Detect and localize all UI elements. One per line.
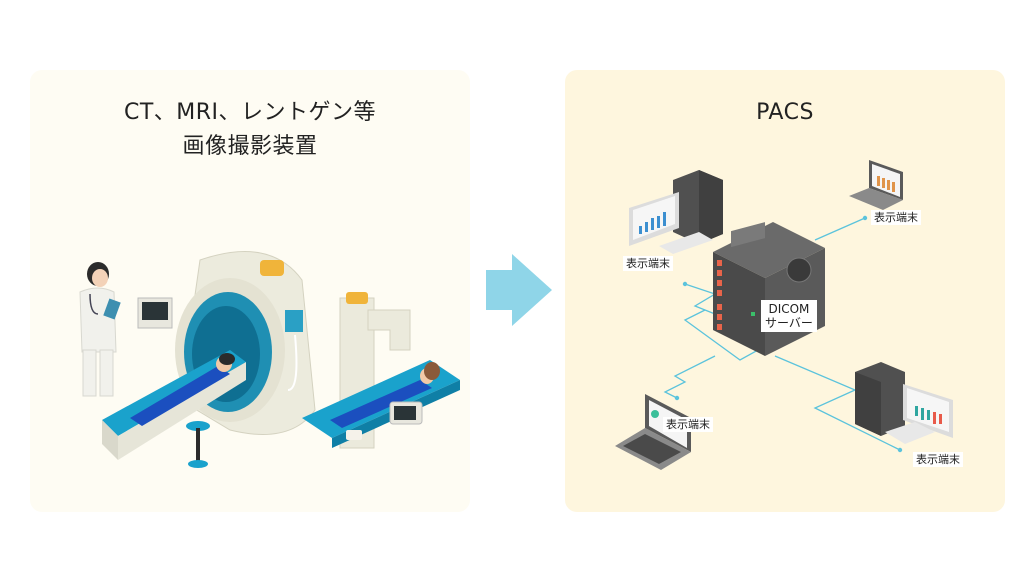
dicom-server-label: DICOM サーバー — [761, 300, 817, 332]
dicom-server-label-line2: サーバー — [765, 316, 813, 330]
dicom-server-label-line1: DICOM — [768, 302, 810, 316]
imaging-devices-title: CT、MRI、レントゲン等 画像撮影装置 — [30, 96, 470, 164]
laptop-terminal-icon — [615, 394, 691, 470]
connection-line-top-left — [684, 283, 726, 319]
terminal-label-top-right: 表示端末 — [871, 210, 921, 225]
connection-line-bottom-left — [663, 355, 716, 399]
terminal-label-bottom-left: 表示端末 — [663, 417, 713, 432]
laptop-terminal-icon — [849, 160, 903, 210]
imaging-devices-title-line1: CT、MRI、レントゲン等 — [123, 100, 377, 125]
desktop-terminal-icon — [629, 170, 723, 254]
medical-imaging-illustration — [79, 251, 460, 468]
imaging-devices-title-line2: 画像撮影装置 — [182, 134, 318, 159]
xray-machine — [302, 292, 460, 449]
pacs-title: PACS — [756, 100, 814, 125]
mri-bed — [102, 350, 246, 468]
desktop-terminal-icon — [855, 362, 953, 444]
connection-line-top-right — [814, 217, 866, 241]
dicom-server-icon — [713, 222, 825, 356]
connection-line-bottom-right — [774, 355, 901, 451]
imaging-devices-panel: CT、MRI、レントゲン等 画像撮影装置 — [30, 70, 470, 512]
pacs-panel: PACS DICOM サーバー — [565, 70, 1005, 512]
terminal-label-top-left: 表示端末 — [623, 256, 673, 271]
doctor-figure — [79, 262, 121, 397]
terminal-label-bottom-right: 表示端末 — [913, 452, 963, 467]
flow-arrow-icon — [486, 254, 552, 326]
